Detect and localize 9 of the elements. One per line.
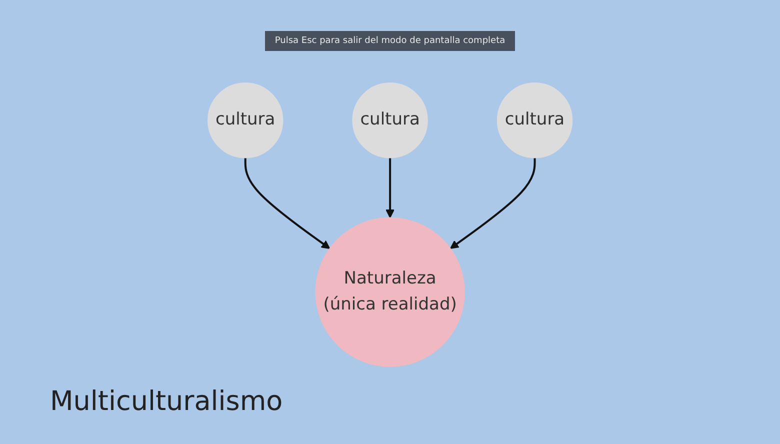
arrow — [386, 158, 394, 218]
fullscreen-notice: Pulsa Esc para salir del modo de pantalla completa — [264, 31, 516, 51]
node-circle: cultura — [207, 82, 284, 159]
slide-title: Multiculturalismo — [50, 386, 283, 417]
node-circle: cultura — [352, 82, 428, 159]
arrow — [244, 158, 330, 250]
arrow — [450, 158, 536, 250]
node-circle: Naturaleza (única realidad) — [315, 218, 465, 368]
node-circle: cultura — [496, 82, 573, 159]
